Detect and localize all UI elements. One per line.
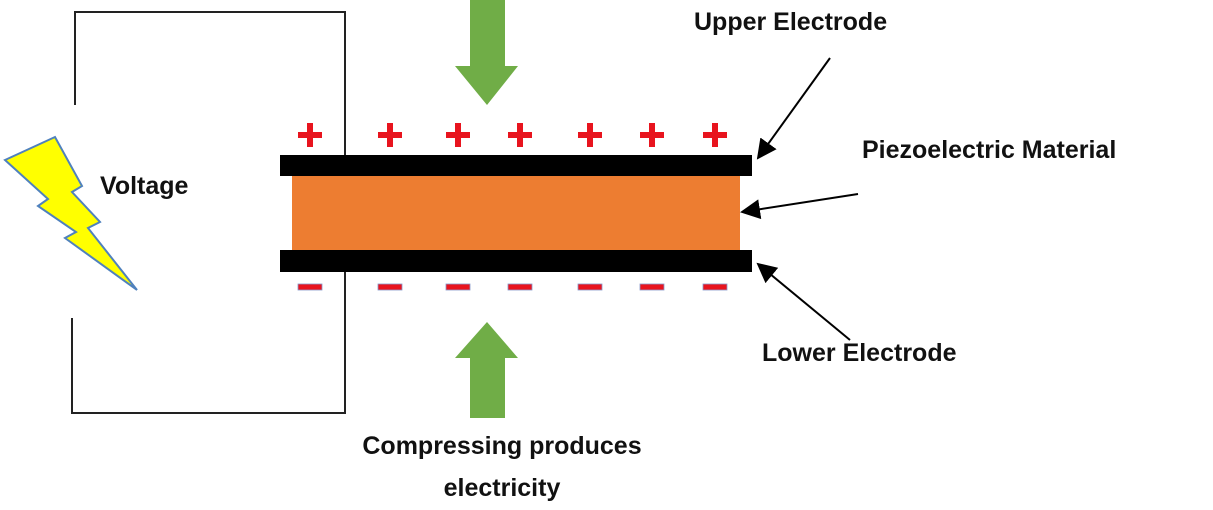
piezoelectric-material	[292, 176, 740, 250]
negative-charge	[445, 283, 471, 291]
upper-electrode-pointer	[756, 57, 831, 160]
positive-charge	[446, 123, 470, 147]
negative-charge	[377, 283, 403, 291]
negative-charge	[577, 283, 603, 291]
voltage-label: Voltage	[100, 172, 189, 200]
compress-arrow-down	[455, 0, 518, 105]
circuit-wire-top	[74, 11, 346, 155]
piezo-material-label: Piezoelectric Material	[862, 136, 1117, 164]
positive-charge	[640, 123, 664, 147]
material-pointer	[740, 193, 859, 220]
circuit-wire-bottom	[71, 272, 346, 414]
positive-charge	[578, 123, 602, 147]
negative-charge	[702, 283, 728, 291]
positive-charge	[378, 123, 402, 147]
lower-electrode-label: Lower Electrode	[762, 339, 957, 367]
upper-electrode-label: Upper Electrode	[694, 8, 888, 36]
negative-charge	[639, 283, 665, 291]
positive-charge	[298, 123, 322, 147]
lower-electrode-pointer	[756, 262, 851, 341]
negative-charge	[507, 283, 533, 291]
lightning-bolt-icon	[3, 135, 138, 291]
compress-arrow-up	[455, 322, 518, 418]
lower-electrode	[280, 250, 752, 272]
caption-line-1: Compressing produces	[362, 432, 642, 460]
upper-electrode	[280, 155, 752, 176]
negative-charge	[297, 283, 323, 291]
caption-line-2: electricity	[443, 474, 561, 502]
positive-charge	[508, 123, 532, 147]
positive-charge	[703, 123, 727, 147]
